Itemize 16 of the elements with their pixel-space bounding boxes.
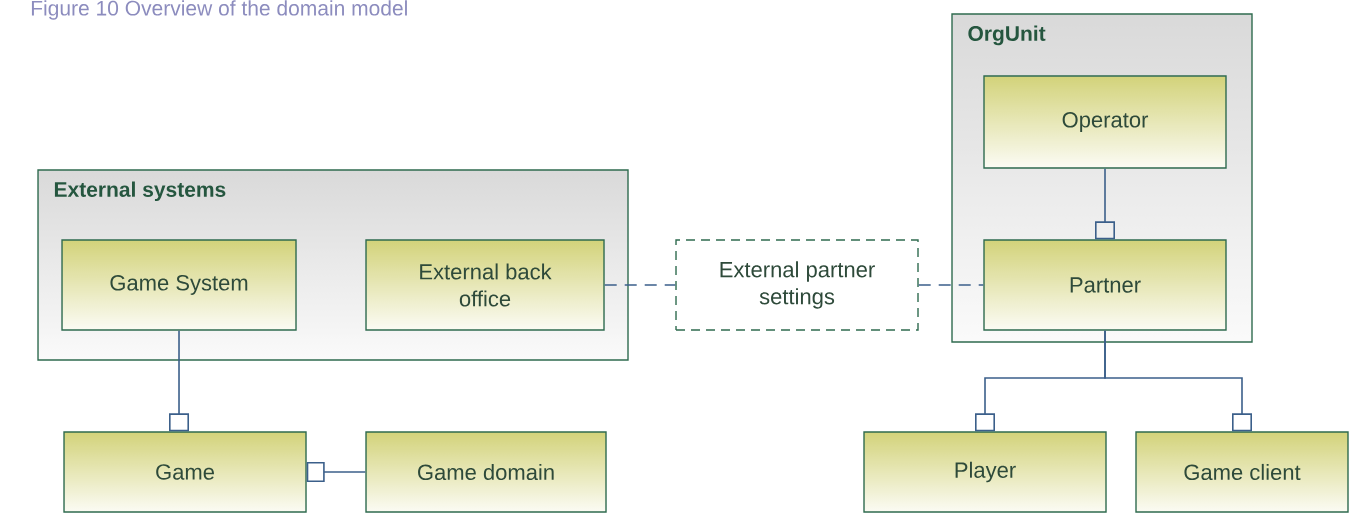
class-box: Player	[863, 431, 1107, 513]
class-box: Game client	[1135, 431, 1349, 513]
class-box: Game System	[61, 239, 297, 331]
connector	[169, 329, 189, 432]
connector	[603, 284, 677, 286]
connector	[1095, 167, 1115, 240]
figure-caption: Figure 10 Overview of the domain model	[31, 0, 407, 20]
connector	[1104, 329, 1252, 432]
connector	[306, 462, 367, 482]
class-box: Game	[63, 431, 307, 513]
class-box: Game domain	[365, 431, 607, 513]
connector	[917, 284, 985, 286]
class-box: Partner	[983, 239, 1227, 331]
dashed-box: External partner settings	[675, 239, 919, 331]
class-box: Operator	[983, 75, 1227, 169]
class-box: External back office	[365, 239, 605, 331]
